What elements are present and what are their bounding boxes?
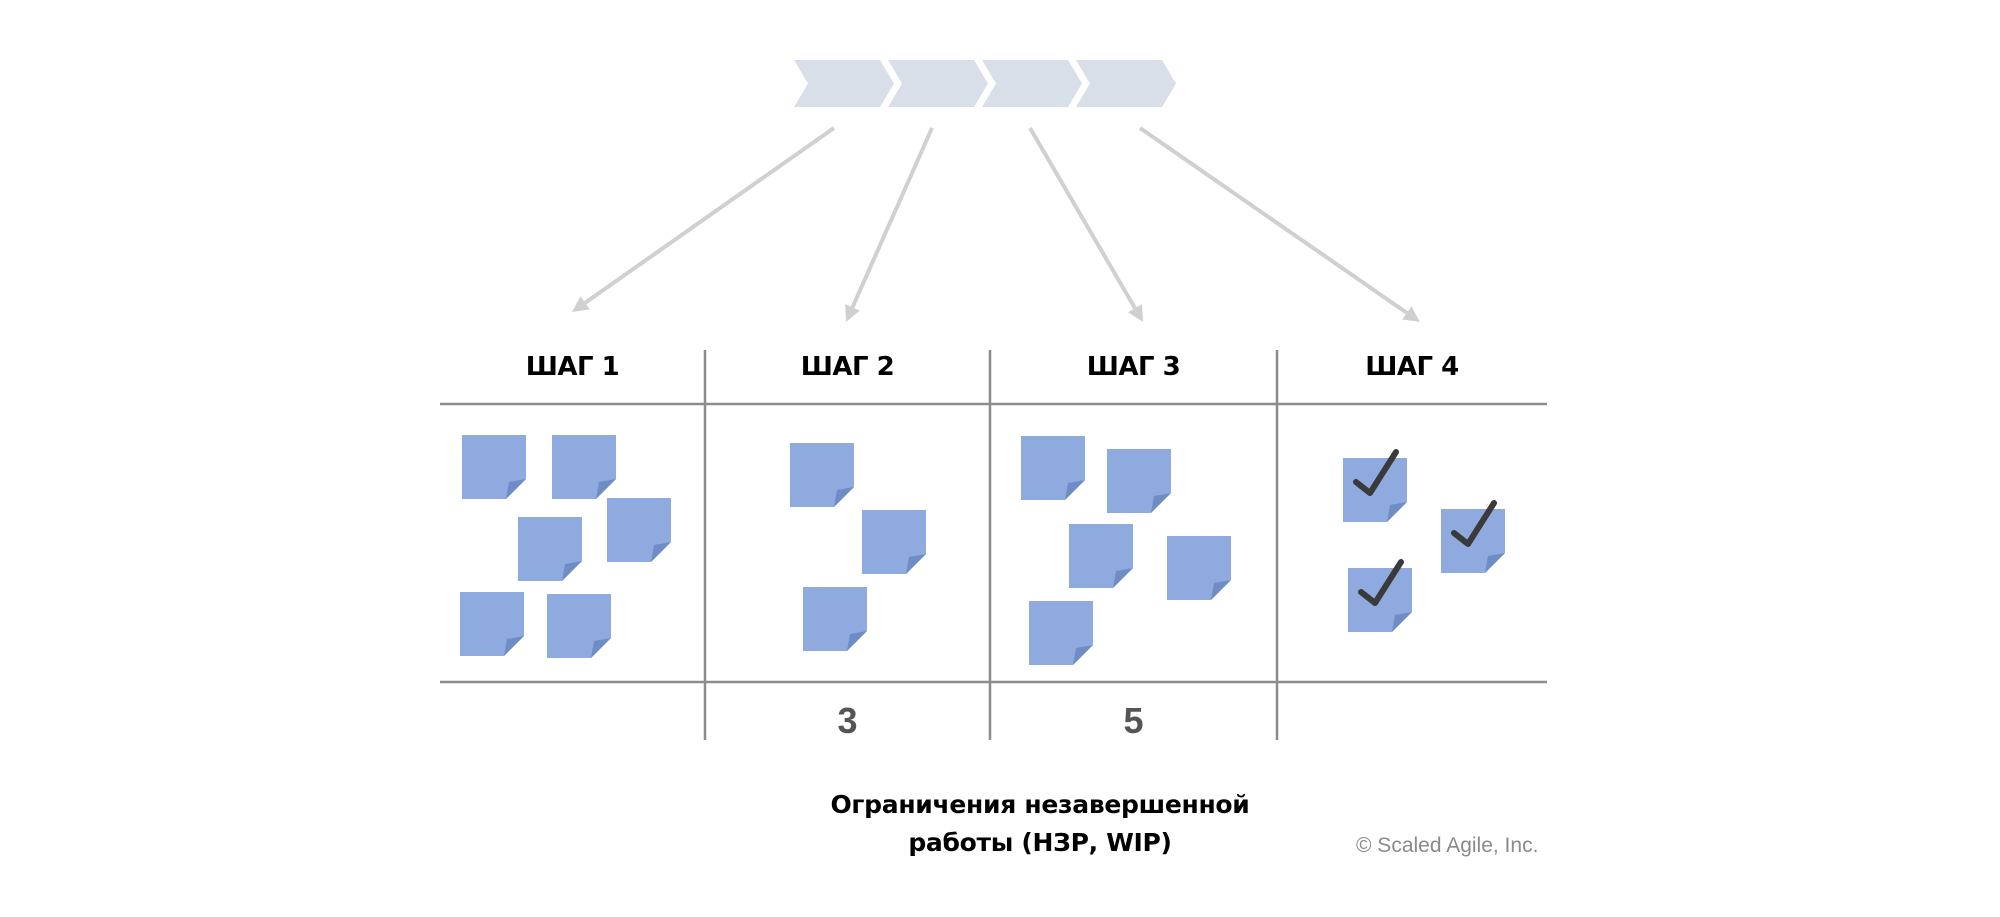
kanban-grid: [440, 350, 1547, 740]
note-fold: [504, 636, 524, 656]
arrow-head: [572, 296, 590, 312]
note-fold: [506, 479, 526, 499]
note-fold: [591, 638, 611, 658]
note-body: [790, 443, 854, 507]
checkmark-icon: [1451, 500, 1497, 547]
checkmark-icon: [1358, 559, 1404, 606]
sticky-note: [803, 587, 867, 651]
note-fold: [834, 487, 854, 507]
sticky-note: [1029, 601, 1093, 665]
sticky-note: [1021, 436, 1085, 500]
note-fold: [847, 631, 867, 651]
note-fold: [1065, 480, 1085, 500]
note-body: [1029, 601, 1093, 665]
arrow-shaft: [583, 126, 836, 305]
sticky-note: [790, 443, 854, 507]
copyright-notice: © Scaled Agile, Inc.: [1356, 834, 1539, 857]
note-body: [607, 498, 671, 562]
arrow-to-step-1: [572, 126, 836, 312]
note-body: [547, 594, 611, 658]
step-arrows: [572, 126, 1420, 322]
done-sticky-note: [1348, 559, 1412, 632]
note-body: [552, 435, 616, 499]
value-stream-chevrons: [794, 60, 1176, 107]
sticky-note: [547, 594, 611, 658]
caption-line-2: работы (НЗР, WIP): [908, 828, 1172, 857]
note-body: [460, 592, 524, 656]
arrow-shaft: [850, 127, 934, 309]
step-1-header: ШАГ 1: [525, 352, 620, 382]
sticky-note: [552, 435, 616, 499]
note-fold: [1392, 612, 1412, 632]
done-sticky-note: [1441, 500, 1505, 573]
diagram-caption: Ограничения незавершенной работы (НЗР, W…: [780, 786, 1300, 862]
chevron-4: [1076, 60, 1176, 107]
note-fold: [1113, 568, 1133, 588]
sticky-note: [1107, 449, 1171, 513]
note-fold: [596, 479, 616, 499]
note-body: [803, 587, 867, 651]
arrow-to-step-4: [1138, 126, 1420, 322]
note-fold: [562, 561, 582, 581]
chevron-1: [794, 60, 894, 107]
note-fold: [1485, 553, 1505, 573]
note-body: [518, 517, 582, 581]
note-body: [1069, 524, 1133, 588]
arrow-to-step-3: [1028, 126, 1143, 322]
note-fold: [1211, 580, 1231, 600]
note-body: [862, 510, 926, 574]
arrow-shaft: [1138, 126, 1408, 315]
checkmark-icon: [1353, 449, 1399, 496]
note-body: [462, 435, 526, 499]
step-3-wip-limit: 5: [1123, 700, 1144, 741]
sticky-note: [518, 517, 582, 581]
chevron-2: [888, 60, 988, 107]
sticky-note: [862, 510, 926, 574]
step-2-header: ШАГ 2: [800, 352, 895, 382]
caption-line-1: Ограничения незавершенной: [830, 790, 1250, 819]
arrow-head: [1128, 304, 1143, 322]
sticky-note: [460, 592, 524, 656]
note-fold: [906, 554, 926, 574]
done-sticky-note: [1343, 449, 1407, 522]
note-fold: [651, 542, 671, 562]
sticky-note: [1069, 524, 1133, 588]
note-body: [1107, 449, 1171, 513]
sticky-notes: [460, 435, 1505, 665]
sticky-note: [607, 498, 671, 562]
step-2-wip-limit: 3: [837, 700, 858, 741]
note-fold: [1387, 502, 1407, 522]
note-body: [1021, 436, 1085, 500]
note-fold: [1073, 645, 1093, 665]
sticky-note: [1167, 536, 1231, 600]
note-fold: [1151, 493, 1171, 513]
step-3-header: ШАГ 3: [1086, 352, 1181, 382]
chevron-3: [982, 60, 1082, 107]
sticky-note: [462, 435, 526, 499]
arrow-to-step-2: [845, 127, 934, 322]
arrow-head: [845, 304, 860, 322]
step-4-header: ШАГ 4: [1365, 352, 1459, 382]
arrow-shaft: [1028, 126, 1137, 310]
note-body: [1167, 536, 1231, 600]
arrow-head: [1402, 306, 1420, 322]
